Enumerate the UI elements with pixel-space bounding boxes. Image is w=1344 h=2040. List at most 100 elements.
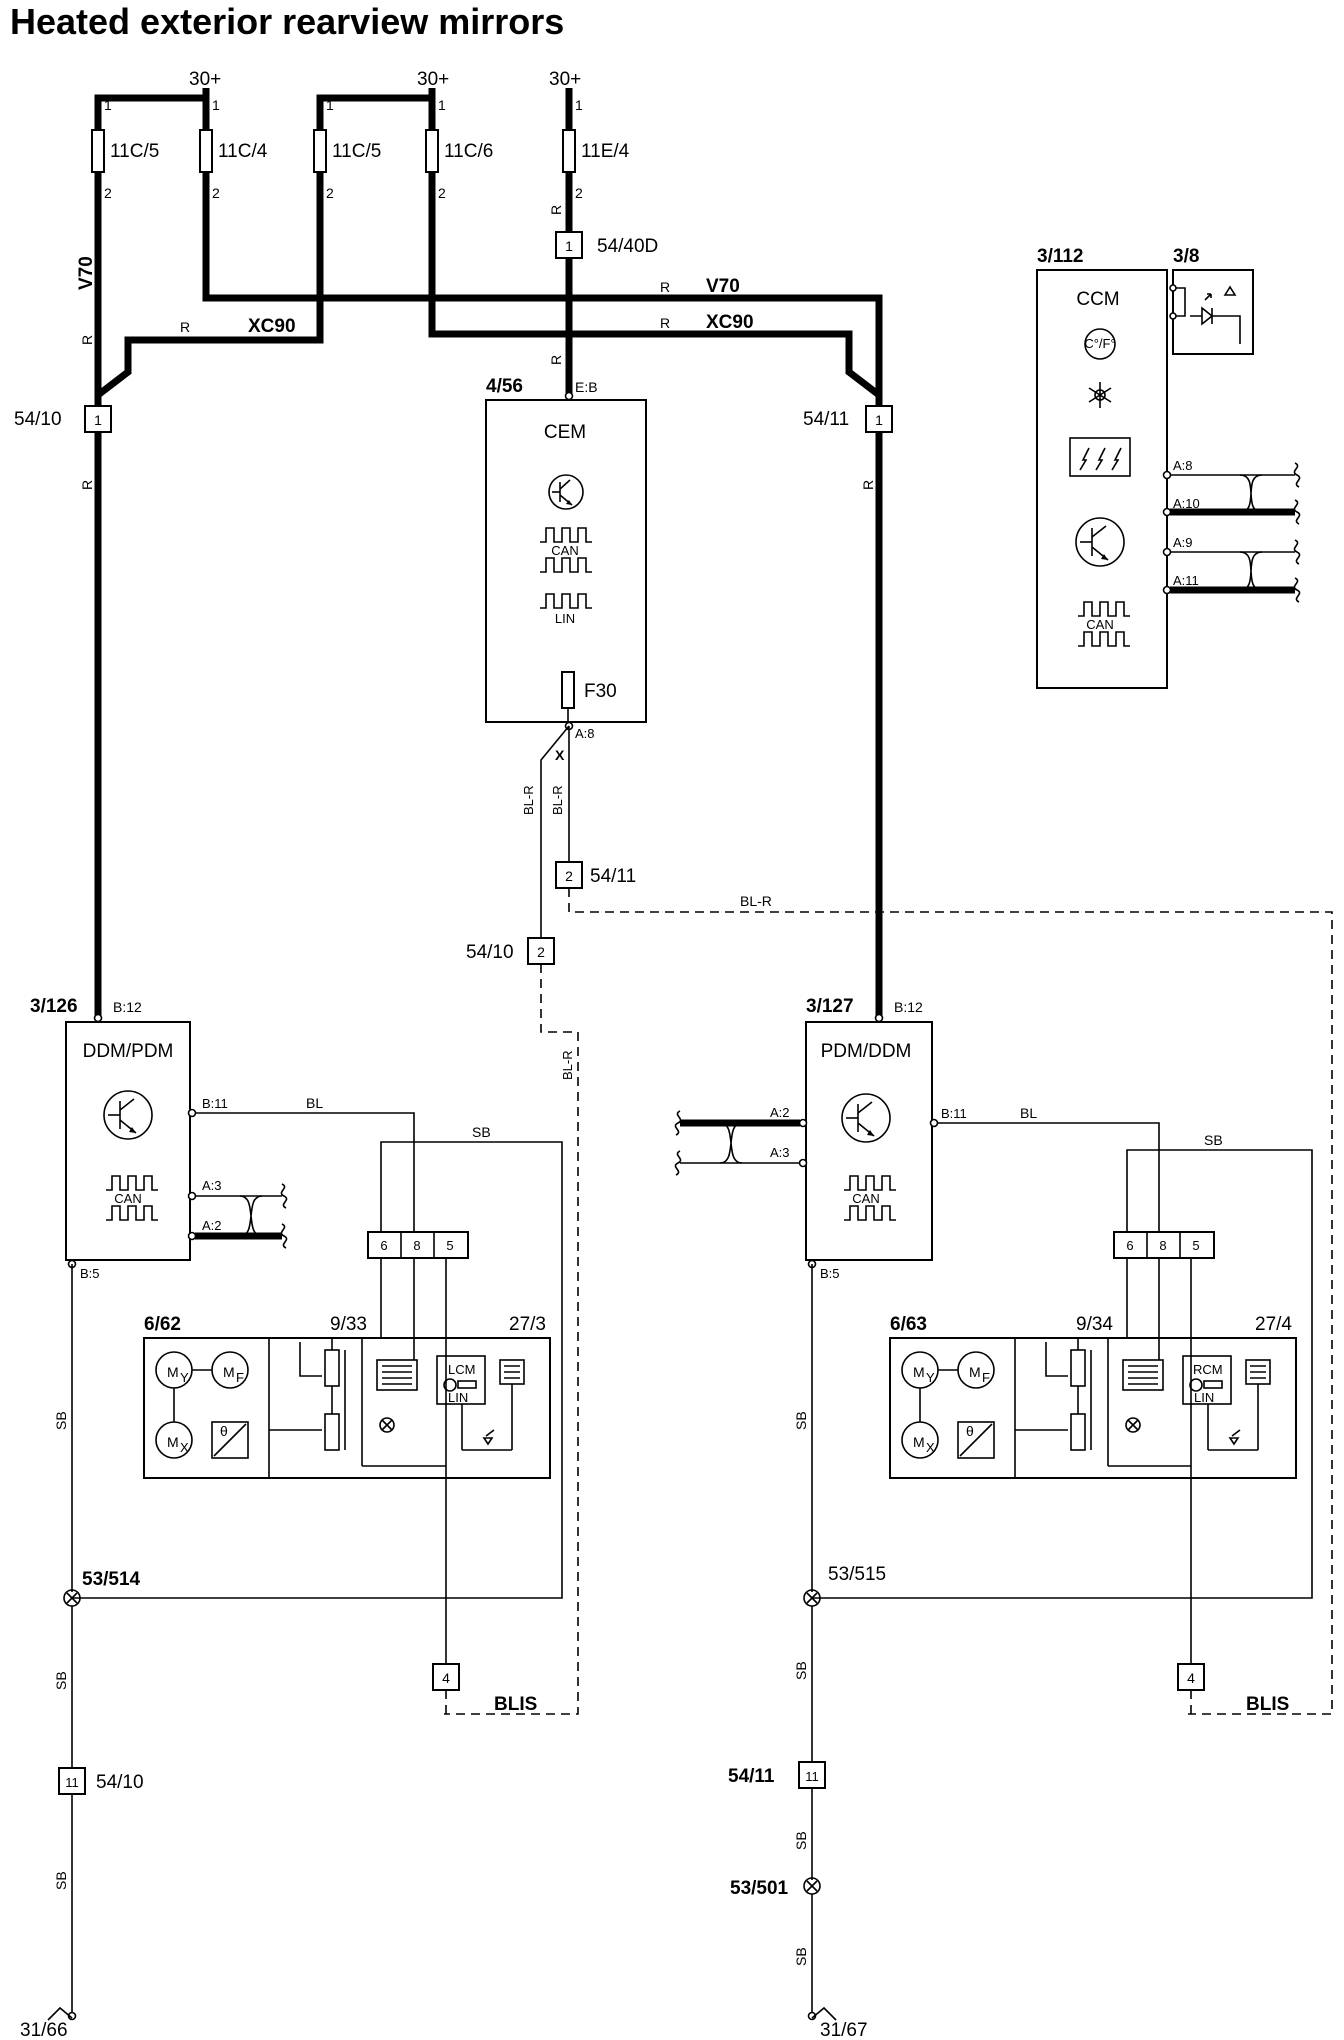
blis-label-right: BLIS xyxy=(1246,1694,1289,1715)
wire-color-r: R xyxy=(660,279,670,295)
motor-symbol: M xyxy=(913,1364,925,1380)
pin-b12: B:12 xyxy=(894,999,923,1015)
theta-symbol: θ xyxy=(220,1423,228,1439)
wire-color-r: R xyxy=(860,480,876,490)
pin-a9: A:9 xyxy=(1173,535,1193,550)
fuse-label-11c4: 11C/4 xyxy=(218,141,268,162)
splice-53-515: 53/515 xyxy=(828,1564,886,1585)
wire-color-r: R xyxy=(548,205,564,215)
wire-color-r: R xyxy=(548,355,564,365)
snowflake-icon xyxy=(1088,382,1112,408)
transistor-icon xyxy=(103,1090,153,1140)
module-id-3-8: 3/8 xyxy=(1173,246,1199,267)
module-name-ddm: DDM/PDM xyxy=(83,1041,174,1062)
wire-color-r: R xyxy=(660,315,670,331)
motor-symbol: M xyxy=(167,1364,179,1380)
heated-window-icon xyxy=(1069,437,1131,477)
supply-label-b: 30+ xyxy=(417,69,449,90)
wire-color-r: R xyxy=(180,319,190,335)
wire-color-sb: SB xyxy=(53,1871,69,1890)
wire-color-sb: SB xyxy=(472,1124,491,1140)
motor-axis: Y xyxy=(926,1370,935,1385)
mirror-right xyxy=(889,1337,1297,1479)
ddm-can-bus xyxy=(195,1183,288,1249)
wire-color-bl: BL xyxy=(1020,1105,1037,1121)
pin-5: 5 xyxy=(446,1238,453,1253)
wire-color-sb: SB xyxy=(53,1411,69,1430)
pin-1: 1 xyxy=(438,97,446,113)
module-name-pdm: PDM/DDM xyxy=(821,1041,912,1062)
ground-31-66: 31/66 xyxy=(20,2020,68,2040)
motor-symbol: M xyxy=(223,1364,235,1380)
lamp-id-left: 27/3 xyxy=(509,1314,546,1335)
can-signal-icon xyxy=(540,527,592,573)
connector-label-54-40d: 54/40D xyxy=(597,236,658,257)
switch-3-8 xyxy=(1169,269,1254,355)
module-id-ccm: 3/112 xyxy=(1037,246,1084,267)
right-ground-wire xyxy=(798,1264,837,2021)
wire-color-sb: SB xyxy=(1204,1132,1223,1148)
wire-color-sb: SB xyxy=(793,1947,809,1966)
pin-2: 2 xyxy=(326,185,334,201)
pin-b12: B:12 xyxy=(113,999,142,1015)
pin-a8: A:8 xyxy=(1173,458,1193,473)
transistor-icon xyxy=(841,1093,891,1143)
motor-axis: F xyxy=(982,1370,990,1385)
fuse-11c4 xyxy=(199,118,213,190)
wire-color-r: R xyxy=(79,480,95,490)
wire-color-sb: SB xyxy=(793,1411,809,1430)
pin-4: 4 xyxy=(442,1670,450,1686)
supply-bus xyxy=(94,88,573,130)
control-label-left: LCM xyxy=(448,1362,475,1377)
harness xyxy=(94,190,883,410)
mirror-id-right: 6/63 xyxy=(890,1314,927,1335)
supply-label-a: 30+ xyxy=(189,69,221,90)
right-module-wiring xyxy=(812,1122,1313,1664)
module-id-ddm: 3/126 xyxy=(30,996,78,1017)
pin-1: 1 xyxy=(575,97,583,113)
pin-a2: A:2 xyxy=(770,1105,790,1120)
connector-label-54-11: 54/11 xyxy=(590,866,636,887)
connector-blis-right xyxy=(1177,1663,1205,1691)
fuse-label-11c5: 11C/5 xyxy=(110,141,159,162)
lin-label: LIN xyxy=(448,1390,468,1405)
connector-label-54-10: 54/10 xyxy=(466,942,514,963)
connector-label-54-10: 54/10 xyxy=(14,409,62,430)
pin-2: 2 xyxy=(438,185,446,201)
pin-5: 5 xyxy=(1192,1238,1199,1253)
wire-color-bl: BL xyxy=(306,1095,323,1111)
wire-variant-x: X xyxy=(555,747,565,763)
pin-6: 6 xyxy=(380,1238,387,1253)
module-name-ccm: CCM xyxy=(1076,289,1119,310)
pin-a3: A:3 xyxy=(770,1145,790,1160)
connector-label-54-10: 54/10 xyxy=(96,1772,144,1793)
left-module-wiring xyxy=(72,1112,563,1664)
mirror-left xyxy=(143,1337,551,1479)
ddm-module xyxy=(65,1013,197,1269)
pin-b5: B:5 xyxy=(80,1266,100,1281)
fuse-label-11c6: 11C/6 xyxy=(444,141,493,162)
pin-11: 11 xyxy=(805,1769,819,1784)
pin-1: 1 xyxy=(326,97,334,113)
module-id-cem: 4/56 xyxy=(486,376,523,397)
can-label: CAN xyxy=(852,1191,879,1206)
blis-wire-right xyxy=(568,888,1333,1715)
ccm-can-bus xyxy=(1162,462,1301,603)
can-label: CAN xyxy=(1086,617,1113,632)
pdm-module xyxy=(798,1013,939,1269)
can-signal-icon xyxy=(1078,601,1130,647)
wire-cem-output xyxy=(540,725,570,938)
blis-wire-left xyxy=(444,964,579,1715)
transistor-icon xyxy=(548,474,584,510)
pin-1: 1 xyxy=(94,412,102,428)
fuse-label-11e4: 11E/4 xyxy=(581,141,630,162)
pin-6: 6 xyxy=(1126,1238,1133,1253)
wire-color-bl-r: BL-R xyxy=(550,785,565,815)
lin-signal-icon xyxy=(540,593,592,609)
pin-b5: B:5 xyxy=(820,1266,840,1281)
wire-variant-xc90: XC90 xyxy=(248,316,296,337)
pin-b11: B:11 xyxy=(941,1106,967,1121)
motor-symbol: M xyxy=(969,1364,981,1380)
connector-label-54-11: 54/11 xyxy=(803,409,849,430)
